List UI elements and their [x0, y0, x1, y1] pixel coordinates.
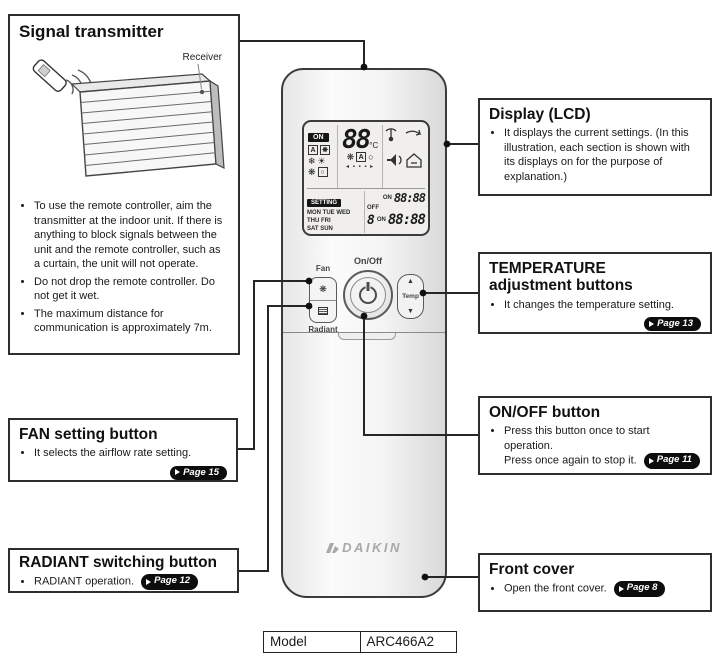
day-digit: 8: [367, 212, 375, 228]
swing-segments: ◂ ▪ ▪ ▪ ▸: [346, 164, 375, 170]
sound-icon: [387, 154, 402, 166]
fan-setting-title: FAN setting button: [19, 426, 158, 443]
fan-icon: ❋: [319, 283, 327, 294]
signal-icon: [385, 128, 397, 142]
airflow-fan-icon: ❋: [346, 152, 355, 162]
callout-front-cover: Front cover Open the front cover. Page 8: [478, 553, 712, 612]
callout-temperature-adjustment: TEMPERATURE adjustment buttons It change…: [478, 252, 712, 334]
fan-radiant-button-group: ❋: [309, 277, 337, 323]
front-cover-notch: [338, 333, 396, 340]
home-leave-icon: [406, 153, 422, 168]
note-item: It selects the airflow rate setting.: [34, 446, 227, 461]
daikin-logo: DAIKIN: [283, 540, 445, 555]
timer-on-label: ON: [382, 194, 392, 201]
note-item: Press this button once to start operatio…: [504, 424, 701, 469]
lcd-mode-icons: ON A ❋ ❄ ☀ ❋ ○: [307, 125, 339, 188]
radiant-switching-button: [310, 301, 336, 323]
dry-mode-icon: ○: [317, 167, 328, 177]
comfort-airflow-icon: [405, 129, 422, 136]
indoor-unit-illustration: Receiver: [16, 44, 232, 202]
on-indicator: ON: [308, 133, 329, 142]
temp-button-label: Temp: [402, 293, 419, 300]
signal-transmitter-notes: To use the remote controller, aim the tr…: [19, 199, 229, 336]
page-badge: Page 12: [141, 574, 199, 590]
page-badge: Page 13: [644, 317, 701, 331]
note-item: Open the front cover. Page 8: [504, 581, 701, 597]
power-icon: [359, 286, 377, 304]
play-icon: [618, 585, 624, 592]
remote-sketch-icon: [32, 59, 67, 92]
note-item: The maximum distance for communication i…: [34, 307, 229, 336]
temp-down-icon: ▼: [407, 308, 414, 315]
radiant-switching-title: RADIANT switching button: [19, 554, 218, 571]
weekday-labels: THU FRI: [307, 218, 331, 224]
onoff-button-label: On/Off: [354, 256, 382, 266]
celsius-unit: °C: [369, 141, 379, 150]
callout-display-lcd: Display (LCD) It displays the current se…: [478, 98, 712, 196]
fan-setting-button: ❋: [310, 278, 336, 301]
callout-radiant-switching: RADIANT switching button RADIANT operati…: [8, 548, 239, 593]
timer-on-label: ON: [376, 216, 386, 223]
fan-button-label: Fan: [315, 264, 331, 273]
fan-mode-icon: ❋: [320, 145, 330, 155]
model-table: Model ARC466A2: [263, 631, 457, 653]
temp-up-icon: ▲: [407, 278, 414, 285]
radiant-icon: [318, 307, 328, 316]
display-lcd-title: Display (LCD): [489, 106, 591, 123]
timer-time-1: 88:88: [393, 191, 426, 205]
temperature-adjustment-button: ▲ Temp ▼: [397, 274, 424, 319]
timer-off-label: OFF: [367, 205, 380, 211]
callout-onoff-button: ON/OFF button Press this button once to …: [478, 396, 712, 475]
daikin-mark-icon: [326, 543, 340, 553]
heat-mode-icon: ☀: [317, 156, 326, 166]
signal-transmitter-title: Signal transmitter: [19, 22, 164, 41]
note-item: It changes the temperature setting.: [504, 298, 701, 313]
daikin-wordmark: DAIKIN: [342, 540, 402, 555]
page-badge: Page 15: [170, 465, 227, 480]
radiant-button-label: Radiant: [308, 325, 338, 334]
fan-icon: ❋: [308, 167, 316, 177]
temperature-title: TEMPERATURE adjustment buttons: [489, 260, 633, 295]
temperature-readout: 88: [341, 125, 371, 155]
front-cover-title: Front cover: [489, 561, 575, 578]
note-item: To use the remote controller, aim the tr…: [34, 199, 229, 272]
page-badge: Page 11: [643, 453, 700, 469]
lcd-temperature-section: 88 °C ❋ A ○ ◂ ▪ ▪ ▪ ▸: [338, 125, 383, 188]
receiver-label: Receiver: [182, 52, 222, 63]
onoff-title: ON/OFF button: [489, 404, 601, 421]
model-value: ARC466A2: [366, 634, 435, 649]
play-icon: [649, 320, 655, 327]
note-item: It displays the current settings. (In th…: [504, 126, 701, 184]
play-icon: [175, 469, 181, 476]
callout-fan-setting: FAN setting button It selects the airflo…: [8, 418, 238, 482]
indoor-unit-icon: [70, 73, 225, 177]
note-item: Do not drop the remote controller. Do no…: [34, 275, 229, 304]
play-icon: [648, 457, 654, 464]
weekday-labels: MON TUE WED: [307, 210, 351, 216]
auto-airflow-icon: A: [356, 152, 367, 162]
remote-controller: ON A ❋ ❄ ☀ ❋ ○ 88 °C: [281, 68, 447, 598]
auto-mode-icon: A: [308, 145, 318, 155]
lcd-display: ON A ❋ ❄ ☀ ❋ ○ 88 °C: [302, 120, 430, 236]
receiver-pointer-line: [197, 63, 202, 90]
lcd-timer-section: SETTING MON TUE WED THU FRI SAT SUN ON 8…: [307, 189, 426, 233]
connector-signal-transmitter: [240, 40, 365, 65]
onoff-button-inner: [350, 277, 386, 313]
model-label: Model: [264, 632, 361, 652]
swing-icon: ○: [368, 152, 374, 162]
cool-mode-icon: ❄: [308, 156, 316, 166]
receiver-dot-icon: [199, 89, 205, 95]
setting-indicator: SETTING: [307, 199, 342, 207]
callout-signal-transmitter: Signal transmitter Receiver: [8, 14, 240, 355]
play-icon: [146, 578, 152, 585]
page-badge: Page 8: [613, 581, 666, 597]
weekday-labels: SAT SUN: [307, 226, 333, 232]
indoor-unit-drawing: [32, 59, 225, 177]
onoff-button: [343, 270, 393, 320]
timer-time-2: 88:88: [387, 212, 426, 228]
lcd-status-icons: [383, 125, 425, 188]
note-item: RADIANT operation. Page 12: [34, 574, 228, 590]
